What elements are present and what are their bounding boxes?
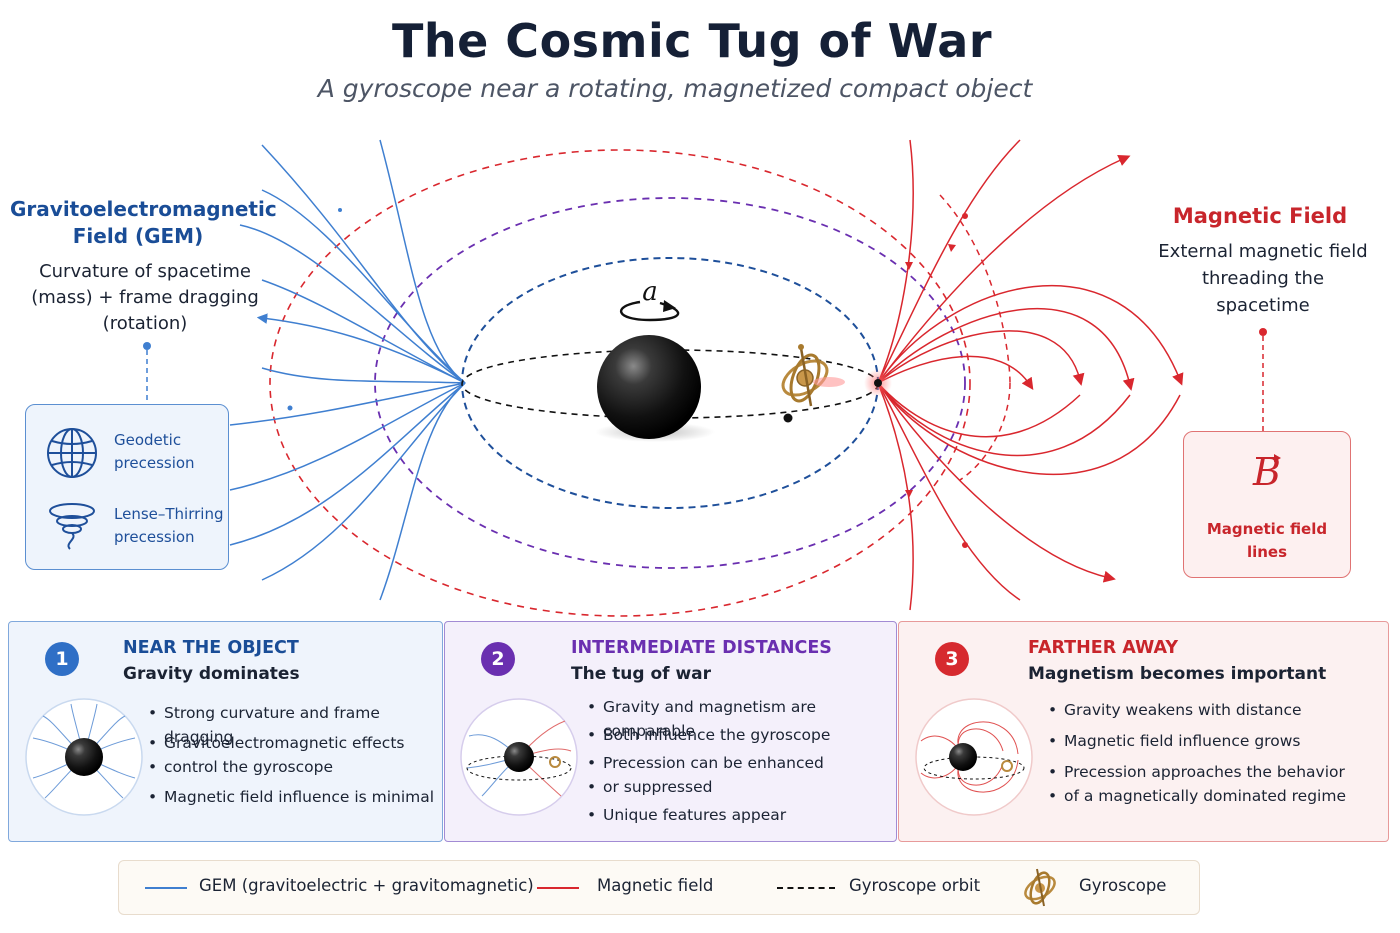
gem-title: Gravitoelectromagnetic Field (GEM) [10, 196, 277, 250]
legend-magnetic-label: Magnetic field [597, 876, 714, 895]
near-regime-thumbnail [25, 698, 143, 816]
bullet-3-2: Magnetic field influence grows [1048, 729, 1300, 753]
gem-title-line1: Gravitoelectromagnetic [10, 197, 277, 221]
bullet-3-3: Precession approaches the behavior [1048, 760, 1345, 784]
regime-title: NEAR THE OBJECT [123, 638, 299, 658]
regime-number: 2 [481, 642, 515, 676]
legend-magnetic-swatch [537, 887, 579, 889]
regime-title: FARTHER AWAY [1028, 638, 1179, 658]
gem-field-arrows [287, 208, 342, 411]
right-pole-node [874, 379, 882, 387]
bullet-1-2b: control the gyroscope [148, 755, 333, 779]
gem-title-line2: Field (GEM) [72, 224, 204, 248]
spin-label: a [642, 277, 658, 307]
legend: GEM (gravitoelectric + gravitomagnetic) … [118, 860, 1200, 915]
compact-object [597, 335, 701, 439]
b-vector-symbol: B [1253, 450, 1281, 494]
bullet-1-3: Magnetic field influence is minimal [148, 785, 434, 809]
gem-description: Curvature of spacetime (mass) + frame dr… [10, 259, 280, 337]
legend-orbit-swatch [777, 887, 835, 889]
outer-orbit-red [269, 149, 971, 617]
gem-desc-line2: (mass) + frame dragging [31, 287, 259, 308]
magnetic-field-arrows [905, 213, 968, 548]
far-regime-thumbnail [915, 698, 1033, 816]
vortex-icon [49, 503, 95, 550]
regime-subtitle: Magnetism becomes important [1028, 664, 1327, 684]
regime-intermediate-panel: 2 INTERMEDIATE DISTANCES The tug of war … [444, 621, 897, 842]
magnetic-inner-arc [939, 194, 1011, 384]
intermediate-regime-thumbnail [460, 698, 578, 816]
regime-subtitle: The tug of war [571, 664, 712, 684]
geodetic-label: Geodetic precession [114, 431, 195, 472]
gem-field-lines [229, 139, 466, 601]
legend-orbit-label: Gyroscope orbit [849, 876, 981, 895]
bullet-1-2: Gravitoelectromagnetic effects [148, 731, 405, 755]
gyroscope-icon [781, 344, 845, 407]
page-subtitle: A gyroscope near a rotating, magnetized … [317, 74, 1033, 103]
intermediate-orbit-purple [374, 197, 966, 569]
legend-gem-swatch [145, 887, 187, 889]
lense-thirring-label: Lense–Thirring precession [114, 505, 224, 546]
legend-gyroscope-label: Gyroscope [1079, 876, 1167, 895]
spin-arrow [619, 300, 680, 322]
page-title: The Cosmic Tug of War [391, 14, 993, 68]
magnetic-description: External magnetic field threading the sp… [1158, 241, 1368, 316]
vector-arrow-icon [1256, 454, 1281, 462]
regime-title: INTERMEDIATE DISTANCES [571, 638, 832, 658]
bullet-3-3b: of a magnetically dominated regime [1048, 784, 1346, 808]
legend-gyroscope-icon [1024, 868, 1056, 907]
gyroscope-position [783, 413, 793, 423]
regime-number: 1 [45, 642, 79, 676]
regime-far-panel: 3 FARTHER AWAY Magnetism becomes importa… [898, 621, 1389, 842]
regime-near-panel: 1 NEAR THE OBJECT Gravity dominates Stro… [8, 621, 443, 842]
bullet-2-3b: or suppressed [587, 775, 713, 799]
magnetic-field-lines [877, 139, 1184, 611]
magnetic-field-box: B Magnetic field lines [1183, 431, 1351, 578]
regime-subtitle: Gravity dominates [123, 664, 300, 684]
magnetic-title: Magnetic Field [1172, 204, 1348, 228]
bullet-2-2: Both influence the gyroscope [587, 723, 830, 747]
legend-gem-label: GEM (gravitoelectric + gravitomagnetic) [199, 876, 534, 895]
magnetic-field-lines-label: Magnetic field lines [1206, 520, 1328, 561]
bullet-2-4: Unique features appear [587, 803, 786, 827]
gem-precession-box: Geodetic precession Lense–Thirring prece… [25, 404, 229, 570]
regime-number: 3 [935, 642, 969, 676]
globe-icon [47, 428, 97, 478]
bullet-2-3: Precession can be enhanced [587, 751, 824, 775]
gem-desc-line1: Curvature of spacetime [39, 261, 251, 282]
bullet-3-1: Gravity weakens with distance [1048, 698, 1301, 722]
gem-desc-line3: (rotation) [102, 313, 188, 334]
